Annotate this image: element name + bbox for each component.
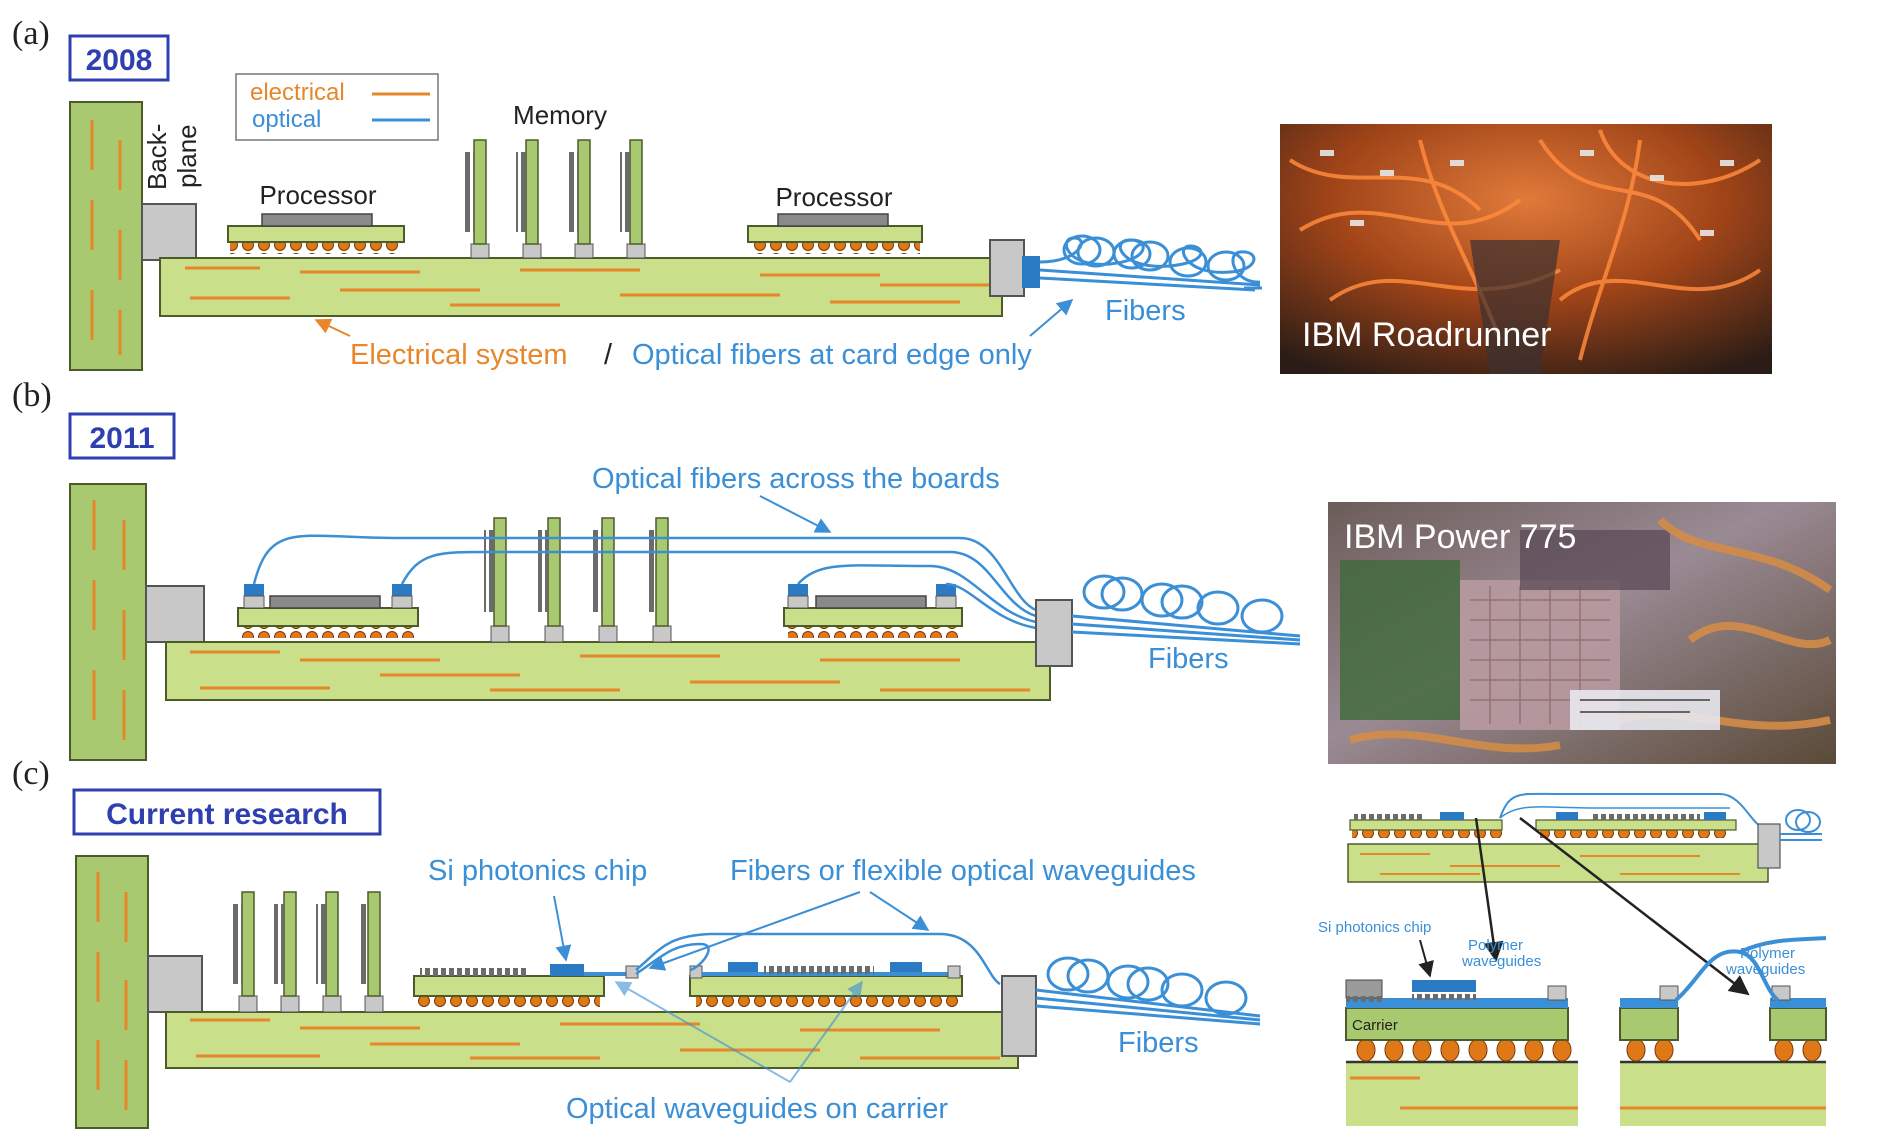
- si-photonics-chip-label: Si photonics chip: [428, 855, 647, 887]
- backplane-a: [69, 101, 143, 371]
- inset-carrier-label: Carrier: [1352, 1017, 1398, 1034]
- fiber-coils-b: [1071, 574, 1301, 646]
- year-label-b: 2011: [89, 422, 154, 455]
- fibers-across-boards-b: [252, 534, 1037, 630]
- legend-box: [235, 73, 439, 141]
- caption-optical-a: Optical fibers at card edge only: [632, 339, 1032, 371]
- inset-polymer-left-1: Polymer: [1468, 937, 1523, 954]
- main-board-a: [159, 257, 1003, 317]
- photo-ibm-power-775: IBM Power 775: [1328, 502, 1836, 764]
- processor-label-left-a: Processor: [259, 180, 376, 210]
- panel-a-letter: (a): [12, 15, 50, 52]
- caption-sep-a: /: [604, 339, 613, 371]
- caption-optical-b: Optical fibers across the boards: [592, 463, 1000, 495]
- inset-si-chip-label: Si photonics chip: [1318, 919, 1431, 936]
- main-board-c: [165, 1011, 1019, 1069]
- backplane-connector-b: [145, 585, 205, 643]
- optical-module-right-2-b: [936, 584, 956, 598]
- legend-optical-label: optical: [252, 106, 321, 133]
- backplane-label-2: plane: [172, 124, 202, 188]
- carrier-left-c: [413, 975, 605, 997]
- processor-substrate-left-a: [227, 225, 405, 243]
- edge-connector-b: [1035, 599, 1073, 667]
- memory-modules-a: [464, 139, 646, 259]
- memory-modules-b: [484, 517, 672, 643]
- optical-module-right-1-b: [788, 584, 808, 598]
- fiber-coils-c: [1035, 956, 1261, 1026]
- carrier-waveguides-label: Optical waveguides on carrier: [566, 1093, 948, 1125]
- fibers-label-c: Fibers: [1118, 1027, 1199, 1059]
- si-photonics-chip-left: [550, 964, 584, 976]
- fibers-label-a: Fibers: [1105, 295, 1186, 327]
- backplane-b: [69, 483, 147, 761]
- processor-substrate-left-b: [237, 607, 419, 627]
- inset-detail-left-c: Carrier Si photonics chip Polymer wavegu…: [1318, 919, 1578, 1126]
- panel-c: (c) Current research: [12, 755, 1827, 1129]
- backplane-connector-c: [147, 955, 203, 1013]
- backplane-connector-a: [141, 203, 197, 261]
- panel-c-letter: (c): [12, 755, 50, 792]
- inset-carrier: [1345, 1007, 1569, 1041]
- year-label-a: 2008: [86, 44, 153, 77]
- inset-polymer-right-1: Polymer: [1740, 945, 1795, 962]
- year-badge-c: [72, 788, 382, 836]
- optical-module-left-1-b: [244, 584, 264, 598]
- processor-substrate-right-b: [783, 607, 963, 627]
- photo-caption-roadrunner: IBM Roadrunner: [1302, 316, 1551, 354]
- memory-label-a: Memory: [513, 100, 607, 130]
- year-label-c: Current research: [106, 798, 348, 831]
- backplane-c: [75, 855, 149, 1129]
- inset-detail-right-c: Polymer waveguides: [1619, 936, 1827, 1126]
- legend-electrical-label: electrical: [250, 79, 345, 106]
- processor-chip-right-a: [777, 213, 889, 227]
- processor-label-right-a: Processor: [775, 182, 892, 212]
- year-badge-b: [68, 412, 176, 460]
- edge-connector-c: [1001, 975, 1037, 1057]
- backplane-label-1: Back-: [142, 124, 172, 190]
- processor-chip-left-a: [261, 213, 373, 227]
- panel-b-letter: (b): [12, 377, 52, 414]
- year-badge-a: [68, 34, 170, 82]
- fiber-coils-a: [1039, 234, 1262, 292]
- optical-module-left-2-b: [392, 584, 412, 598]
- memory-modules-c: [232, 891, 384, 1013]
- fibers-label-b: Fibers: [1148, 643, 1229, 675]
- processor-substrate-right-a: [747, 225, 923, 243]
- carrier-right-c: [689, 975, 963, 997]
- panel-b: (b) 2011: [12, 377, 1836, 764]
- inset-overview-c: [1347, 792, 1822, 996]
- panel-a: (a) 2008 Back- plane Processor: [12, 15, 1772, 374]
- inset-polymer-left-2: waveguides: [1461, 953, 1541, 970]
- photo-caption-power775: IBM Power 775: [1344, 518, 1576, 556]
- edge-connector-a: [989, 239, 1025, 297]
- flex-waveguides-label: Fibers or flexible optical waveguides: [730, 855, 1196, 887]
- photo-ibm-roadrunner: IBM Roadrunner: [1280, 124, 1772, 374]
- caption-electrical-a: Electrical system: [350, 339, 568, 371]
- inset-polymer-right-2: waveguides: [1725, 961, 1805, 978]
